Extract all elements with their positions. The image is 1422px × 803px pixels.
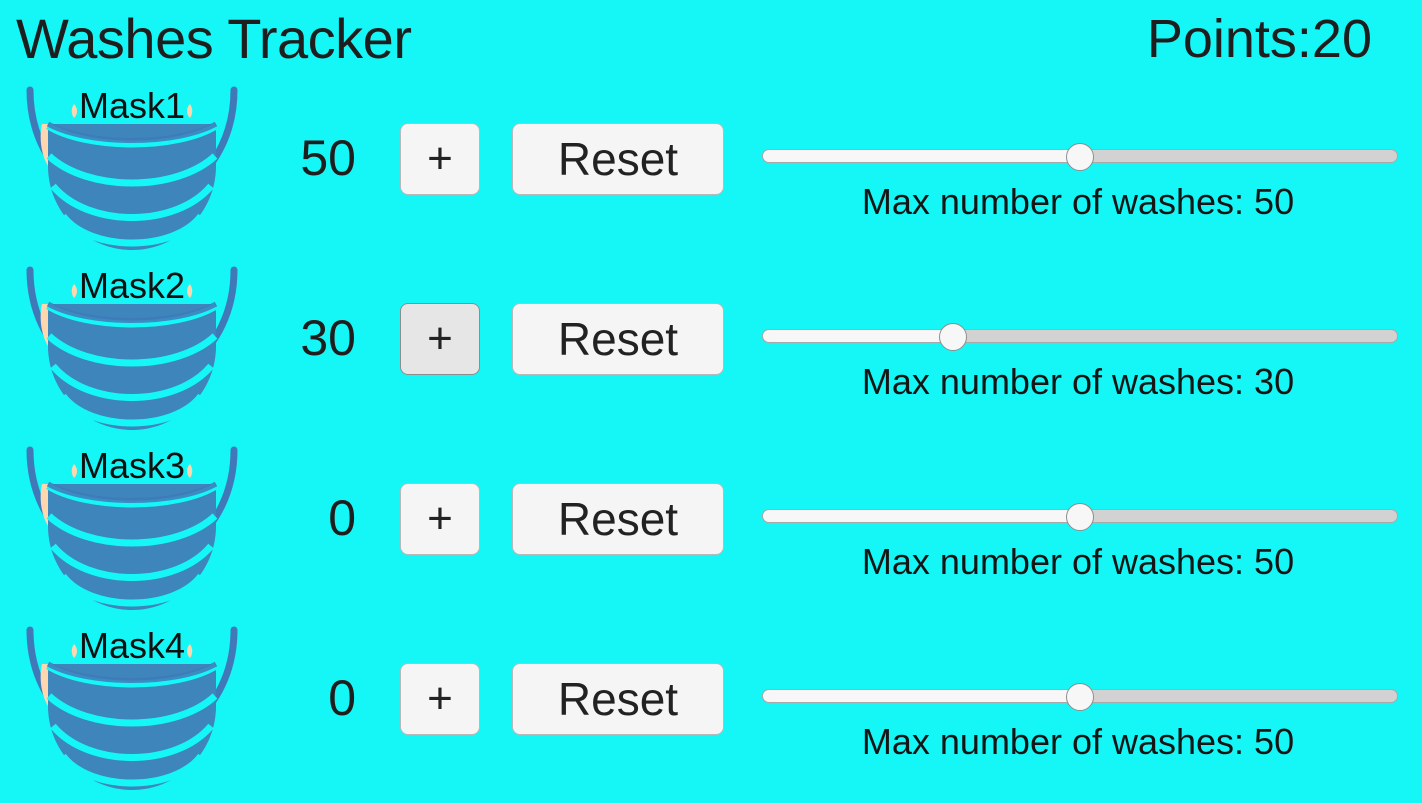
mask-cell: Mask2	[8, 258, 256, 440]
reset-button[interactable]: Reset	[512, 123, 724, 195]
mask-cell: Mask3	[8, 438, 256, 620]
reset-button[interactable]: Reset	[512, 303, 724, 375]
mask-name-label: Mask4	[78, 625, 186, 666]
points-display: Points:20	[1146, 9, 1372, 69]
wash-count: 50	[300, 130, 356, 186]
max-washes-slider[interactable]	[762, 323, 1398, 351]
slider-group: Max number of washes: 50	[760, 618, 1400, 798]
face-mask-icon	[8, 80, 256, 258]
max-washes-label: Max number of washes: 50	[861, 181, 1295, 222]
slider-group: Max number of washes: 50	[760, 438, 1400, 618]
slider-thumb[interactable]	[1066, 143, 1094, 171]
increment-button[interactable]: +	[400, 663, 480, 735]
wash-count: 30	[300, 310, 356, 366]
increment-button[interactable]: +	[400, 123, 480, 195]
mask-name-label: Mask1	[78, 85, 186, 126]
increment-button[interactable]: +	[400, 303, 480, 375]
page-title: Washes Tracker	[16, 7, 412, 70]
wash-count: 0	[328, 490, 356, 546]
wash-count: 0	[328, 670, 356, 726]
face-mask-icon	[8, 260, 256, 438]
mask-row: Mask4 0 + Reset Max number of washes: 50	[0, 618, 1422, 798]
max-washes-slider[interactable]	[762, 503, 1398, 531]
max-washes-slider[interactable]	[762, 143, 1398, 171]
slider-thumb[interactable]	[1066, 503, 1094, 531]
max-washes-label: Max number of washes: 50	[861, 721, 1295, 762]
slider-thumb[interactable]	[1066, 683, 1094, 711]
reset-button[interactable]: Reset	[512, 663, 724, 735]
face-mask-icon	[8, 440, 256, 618]
face-mask-icon	[8, 620, 256, 798]
mask-cell: Mask4	[8, 618, 256, 800]
slider-group: Max number of washes: 50	[760, 78, 1400, 258]
slider-thumb[interactable]	[938, 323, 967, 351]
mask-row: Mask1 50 + Reset Max number of washes: 5…	[0, 78, 1422, 258]
max-washes-slider[interactable]	[762, 683, 1398, 711]
increment-button[interactable]: +	[400, 483, 480, 555]
slider-group: Max number of washes: 30	[760, 258, 1400, 438]
max-washes-label: Max number of washes: 50	[861, 541, 1295, 582]
slider-track-fill	[762, 689, 1080, 703]
reset-button[interactable]: Reset	[512, 483, 724, 555]
max-washes-label: Max number of washes: 30	[861, 361, 1295, 402]
slider-track-fill	[762, 149, 1080, 163]
app-header: Washes Tracker Points:20	[0, 0, 1422, 78]
mask-cell: Mask1	[8, 78, 256, 260]
mask-row: Mask3 0 + Reset Max number of washes: 50	[0, 438, 1422, 618]
mask-name-label: Mask3	[78, 445, 186, 486]
slider-track-fill	[762, 329, 953, 343]
mask-row: Mask2 30 + Reset Max number of washes: 3…	[0, 258, 1422, 438]
mask-name-label: Mask2	[78, 265, 186, 306]
slider-track-fill	[762, 509, 1080, 523]
